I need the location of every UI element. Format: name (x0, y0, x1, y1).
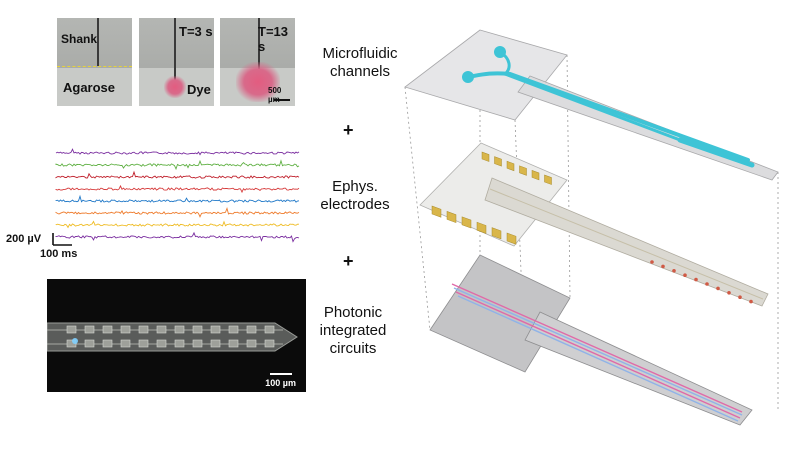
micro-device-unit (210, 325, 221, 334)
shank-label: Shank (61, 32, 98, 46)
micro-device-unit (84, 325, 95, 334)
recording-site (716, 286, 720, 291)
micro-device-unit (138, 325, 149, 334)
time-label-t13: T=13 s (258, 24, 288, 54)
bond-pad (519, 165, 527, 176)
layer-label-microfluidic: Microfluidic channels (322, 45, 398, 80)
photo-panel-t3: T=3 s Dye (139, 18, 214, 106)
micrograph-scale-bar (270, 373, 292, 375)
micro-device-unit (192, 325, 203, 334)
time-label-t3: T=3 s (179, 24, 213, 39)
recording-site (727, 291, 731, 295)
recording-site (738, 295, 742, 300)
bond-pad (491, 227, 502, 240)
recording-site (683, 273, 687, 278)
layer-label-photonic: Photonic integrated circuits (319, 304, 387, 357)
micro-device-unit (84, 339, 95, 348)
bond-pad (506, 160, 515, 172)
agarose-label: Agarose (63, 80, 116, 95)
recording-site (661, 264, 665, 269)
photonic-layer (429, 254, 753, 426)
micrograph-scale-label: 100 µm (265, 378, 296, 388)
time-scale-label: 100 ms (40, 248, 78, 260)
micro-device-unit (210, 339, 221, 348)
ephys-trace (55, 148, 300, 156)
shank (258, 18, 260, 78)
micro-device-unit (156, 339, 167, 348)
layer-label-ephys: Ephys. electrodes (320, 178, 390, 213)
exploded-probe-diagram (404, 29, 779, 426)
photo-scale-bar (274, 99, 290, 101)
bond-pad (531, 170, 540, 181)
micro-device-unit (156, 325, 167, 334)
ephys-trace (55, 184, 300, 194)
dye-label: Dye (187, 82, 211, 97)
micro-device-unit (174, 339, 185, 348)
bond-pad (494, 156, 502, 167)
photo-panel-t13: T=13 s 500 µm (220, 18, 295, 106)
photo-scale-label: 500 µm (268, 86, 282, 104)
micro-device-unit (228, 325, 239, 334)
waveguides (451, 283, 743, 422)
recording-site (650, 260, 654, 264)
recording-site (694, 277, 698, 282)
fluidic-inlet-port (462, 71, 474, 83)
micro-device-unit (192, 339, 203, 348)
micro-device-unit (264, 339, 275, 348)
bond-pad (481, 151, 490, 162)
bond-pad (461, 216, 472, 229)
plus-sign-2: + (343, 251, 354, 271)
bond-pad (506, 232, 517, 245)
micro-device-unit (120, 325, 131, 334)
shank (97, 18, 99, 66)
micro-device-unit (138, 339, 149, 348)
bond-pad (431, 205, 442, 218)
recording-site (749, 299, 753, 304)
plus-sign-1: + (343, 120, 354, 140)
ephys-traces (52, 148, 300, 246)
bond-pad (544, 174, 552, 185)
ephys-trace (55, 170, 300, 179)
photonic-micrograph: 100 µm (47, 279, 306, 392)
micro-device-unit (66, 325, 77, 334)
voltage-scale-label: 200 µV (6, 233, 42, 245)
ephys-trace (55, 220, 299, 229)
micro-device-unit (120, 339, 131, 348)
bond-pad (476, 221, 487, 234)
micro-device-unit (228, 339, 239, 348)
bond-pad (446, 211, 457, 224)
micro-device-unit (246, 325, 257, 334)
dye-spot (164, 76, 186, 98)
ephys-trace (55, 231, 300, 243)
fluidic-inlet-port (494, 46, 506, 58)
photo-panel-initial: Shank Agarose (57, 18, 132, 106)
micro-device-unit (102, 339, 113, 348)
ephys-trace (55, 159, 300, 171)
shank (174, 18, 176, 80)
micro-device-unit (264, 325, 275, 334)
ephys-trace (55, 194, 300, 203)
dye-plume (236, 62, 280, 102)
recording-site (705, 282, 709, 286)
micro-device-unit (102, 325, 113, 334)
agarose-boundary-line (57, 66, 132, 67)
recording-site (672, 269, 676, 273)
micro-device-unit (246, 339, 257, 348)
micro-device-unit (174, 325, 185, 334)
microfluidic-layer (404, 29, 779, 181)
ephys-layer (419, 142, 769, 307)
ephys-trace (55, 206, 300, 218)
